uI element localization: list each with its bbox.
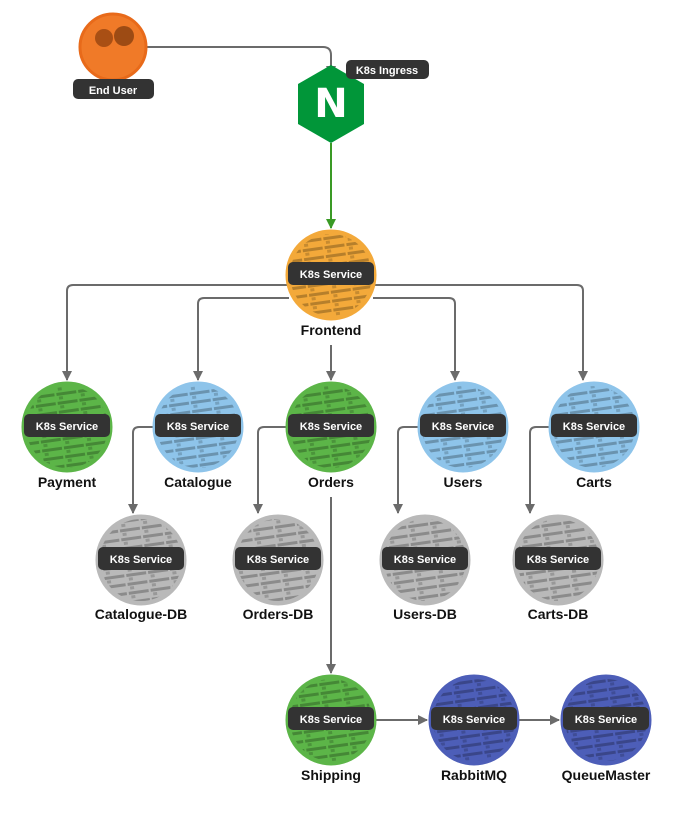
end-user-label: End User bbox=[89, 85, 138, 97]
edge-frontend-to-payment bbox=[62, 284, 287, 381]
service-badge bbox=[288, 414, 374, 437]
edge-users-to-users-db bbox=[393, 426, 420, 514]
service-badge-label: K8s Service bbox=[36, 421, 98, 433]
service-badge-label: K8s Service bbox=[300, 714, 362, 726]
service-badge-label: K8s Service bbox=[300, 269, 362, 281]
service-badge-label: K8s Service bbox=[527, 554, 589, 566]
service-badge-label: K8s Service bbox=[167, 421, 229, 433]
node-label: Catalogue-DB bbox=[95, 606, 188, 622]
service-badge bbox=[551, 414, 637, 437]
nginx-logo-icon bbox=[298, 65, 364, 143]
edge-carts-to-carts-db bbox=[525, 426, 551, 514]
node-label: Orders-DB bbox=[243, 606, 314, 622]
node-label: RabbitMQ bbox=[441, 767, 507, 783]
edges bbox=[62, 46, 588, 725]
people-icon bbox=[95, 29, 113, 47]
node-label: Carts bbox=[576, 474, 612, 490]
service-badge bbox=[98, 547, 184, 570]
service-badge bbox=[431, 707, 517, 730]
end-user-badge bbox=[73, 79, 154, 99]
end-user-avatar bbox=[78, 12, 148, 82]
node-label: Catalogue bbox=[164, 474, 232, 490]
node-label: Payment bbox=[38, 474, 97, 490]
service-badge bbox=[515, 547, 601, 570]
service-badge-label: K8s Service bbox=[110, 554, 172, 566]
node-label: Carts-DB bbox=[528, 606, 589, 622]
ingress-node[interactable]: N K8s Ingress bbox=[298, 60, 429, 143]
edge-orders-to-orders-db bbox=[253, 426, 288, 514]
service-badge bbox=[24, 414, 110, 437]
service-badge bbox=[235, 547, 321, 570]
edge-frontend-to-carts bbox=[375, 284, 588, 381]
nginx-logo-letter: N bbox=[314, 81, 347, 127]
ingress-badge bbox=[346, 60, 429, 79]
service-badge bbox=[382, 547, 468, 570]
service-badge bbox=[563, 707, 649, 730]
node-label: Users-DB bbox=[393, 606, 457, 622]
edge-frontend-to-users bbox=[373, 297, 460, 381]
edge-frontend-to-catalogue bbox=[193, 297, 289, 381]
service-badge-label: K8s Service bbox=[432, 421, 494, 433]
people-icon-second bbox=[114, 26, 134, 46]
service-badge-label: K8s Service bbox=[300, 421, 362, 433]
service-badge bbox=[288, 707, 374, 730]
service-badge-label: K8s Service bbox=[575, 714, 637, 726]
service-badge-label: K8s Service bbox=[394, 554, 456, 566]
service-badge bbox=[155, 414, 241, 437]
end-user-node[interactable]: End User bbox=[73, 12, 154, 99]
service-badge-label: K8s Service bbox=[563, 421, 625, 433]
node-label: Orders bbox=[308, 474, 354, 490]
service-badge bbox=[420, 414, 506, 437]
node-label: Users bbox=[444, 474, 483, 490]
node-label: Frontend bbox=[301, 322, 362, 338]
ingress-label: K8s Ingress bbox=[356, 65, 418, 77]
edge-end-user-to-ingress bbox=[146, 46, 336, 76]
node-label: QueueMaster bbox=[562, 767, 651, 783]
service-badge bbox=[288, 262, 374, 285]
node-label: Shipping bbox=[301, 767, 361, 783]
service-badge-label: K8s Service bbox=[247, 554, 309, 566]
service-badge-label: K8s Service bbox=[443, 714, 505, 726]
edge-catalogue-to-catalogue-db bbox=[128, 426, 155, 514]
